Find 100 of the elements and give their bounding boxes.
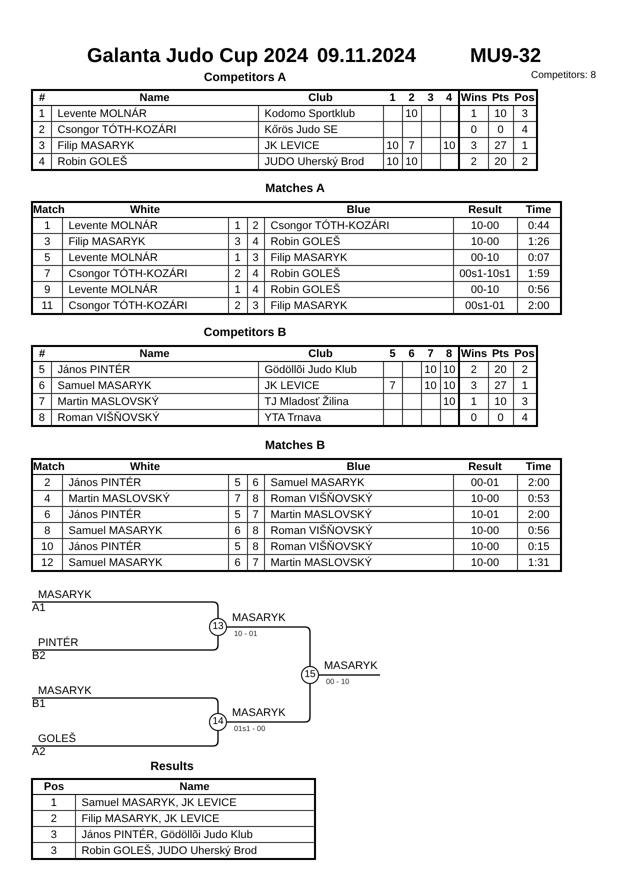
winner-name: MASARYK: [324, 660, 378, 672]
wins: 2: [459, 362, 488, 378]
column-header: 3: [421, 90, 440, 106]
match-number: 10: [32, 538, 62, 554]
score: 7: [383, 378, 402, 394]
column-header: Wins: [459, 346, 488, 362]
competitor-number: 2: [228, 266, 247, 282]
column-header: Blue: [264, 459, 453, 474]
column-header: Pts: [488, 346, 513, 362]
section-heading: Results: [150, 759, 194, 773]
bracket-line: [32, 601, 219, 618]
competitor-name: János PINTÉR: [51, 362, 258, 378]
weight-category: MU9-32: [470, 45, 542, 68]
winner-name: MASARYK: [232, 612, 286, 624]
points: 0: [488, 122, 513, 138]
column-header: 8: [440, 346, 459, 362]
competitor-name: Csongor TÓTH-KOZÁRI: [51, 122, 258, 138]
competitor-number: 7: [228, 490, 247, 506]
seed-label: A2: [32, 746, 46, 758]
competitor-number: 5: [228, 474, 247, 490]
column-header: Name: [51, 346, 258, 362]
position: 2: [32, 810, 75, 826]
competitor-number: 4: [247, 234, 264, 250]
column-header: #: [32, 90, 51, 106]
competitor-name: János PINTÉR: [62, 474, 228, 490]
column-header: Result: [453, 459, 517, 474]
competitor-name: Robin GOLEŠ: [264, 234, 453, 250]
match-number: 4: [32, 490, 62, 506]
competitor-number: 3: [247, 250, 264, 266]
bracket-line: [227, 684, 311, 723]
column-header: Result: [453, 202, 517, 218]
competitor-name: Samuel MASARYK: [264, 474, 453, 490]
club-name: Gödöllõi Judo Klub: [258, 362, 383, 378]
match-number: 5: [32, 250, 62, 266]
row-number: 5: [32, 362, 51, 378]
section-heading: Competitors A: [204, 70, 286, 84]
club-name: Kőrös Judo SE: [258, 122, 383, 138]
competitor-name: Roman VIŠŇOVSKÝ: [264, 522, 453, 538]
competitor-number: 7: [247, 506, 264, 522]
competitor-number: 5: [228, 506, 247, 522]
competitor-name: János PINTÉR: [62, 538, 228, 554]
points: 10: [488, 394, 513, 410]
section-heading: Matches B: [264, 438, 326, 452]
competitor-name: János PINTÉR, Gödöllõi Judo Klub: [75, 826, 315, 842]
wins: 2: [459, 154, 488, 170]
winner-name: MASARYK: [232, 707, 286, 719]
result: 10-00: [453, 218, 517, 234]
competitor-number: 8: [247, 538, 264, 554]
score: 10: [402, 106, 421, 122]
row-number: 6: [32, 378, 51, 394]
result: 00-01: [453, 474, 517, 490]
points: 10: [488, 106, 513, 122]
competitor-name: Filip MASARYK: [51, 138, 258, 154]
match-number: 7: [32, 266, 62, 282]
competitor-name: Robin GOLEŠ: [264, 266, 453, 282]
column-header: Pos: [513, 346, 537, 362]
bracket-line: [32, 731, 219, 747]
competitor-number: 1: [228, 218, 247, 234]
competitor-name: Filip MASARYK: [264, 250, 453, 266]
column-header: Pts: [488, 90, 513, 106]
position: 1: [32, 794, 75, 810]
match-number: 9: [32, 282, 62, 298]
section-heading: Competitors B: [204, 325, 286, 339]
column-header: Pos: [32, 779, 75, 794]
match-number-circle: 13: [209, 618, 227, 636]
wins: 0: [459, 122, 488, 138]
score: 10: [421, 378, 440, 394]
competitor-name: Martin MASLOVSKÝ: [51, 394, 258, 410]
column-header: 2: [402, 90, 421, 106]
result: 10-00: [453, 522, 517, 538]
club-name: JK LEVICE: [258, 138, 383, 154]
column-header: Match: [32, 202, 62, 218]
column-header: Blue: [264, 202, 453, 218]
competitor-name: MASARYK: [38, 685, 92, 697]
competitor-name: Samuel MASARYK: [62, 522, 228, 538]
competitor-name: Csongor TÓTH-KOZÁRI: [264, 218, 453, 234]
tournament-title: Galanta Judo Cup 2024: [87, 45, 308, 68]
competitor-number: 5: [228, 538, 247, 554]
competitor-number: 8: [247, 522, 264, 538]
competitor-name: MASARYK: [38, 589, 92, 601]
wins: 0: [459, 410, 488, 426]
row-number: 7: [32, 394, 51, 410]
result: 10-00: [453, 234, 517, 250]
points: 20: [488, 362, 513, 378]
seed-label: B1: [32, 698, 46, 710]
result: 00-10: [453, 282, 517, 298]
column-header: Name: [75, 779, 315, 794]
match-number-circle: 14: [209, 713, 227, 731]
column-header: 4: [440, 90, 459, 106]
competitor-name: GOLEŠ: [38, 733, 76, 745]
column-header: Pos: [513, 90, 537, 106]
wins: 1: [459, 106, 488, 122]
competitor-name: Robin GOLEŠ: [264, 282, 453, 298]
match-number: 2: [32, 474, 62, 490]
competitor-name: Levente MOLNÁR: [62, 218, 228, 234]
match-number: 8: [32, 522, 62, 538]
position: 3: [32, 826, 75, 842]
match-number: 1: [32, 218, 62, 234]
column-header: Club: [258, 346, 383, 362]
row-number: 1: [32, 106, 51, 122]
